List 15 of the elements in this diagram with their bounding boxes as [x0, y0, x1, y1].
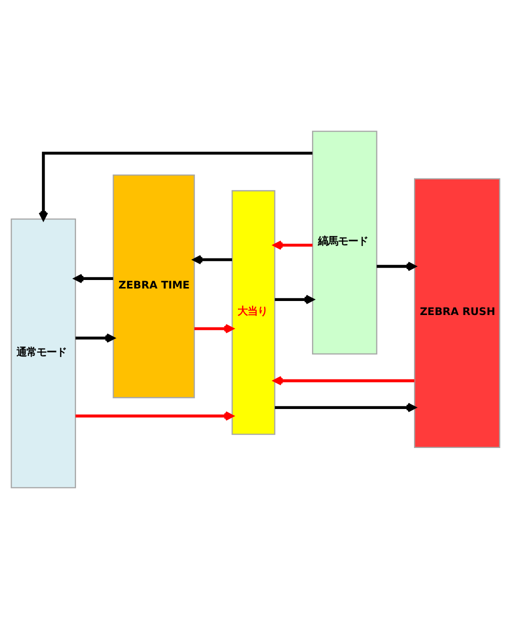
node-box: 大当り — [231, 190, 275, 434]
arrow — [274, 402, 416, 412]
node-box: 通常モード — [10, 218, 76, 488]
arrow — [194, 323, 234, 333]
arrow — [274, 294, 314, 304]
arrow — [75, 410, 234, 420]
arrow — [376, 261, 416, 271]
arrow — [272, 376, 414, 385]
node-box: 縞馬モード — [312, 130, 377, 354]
arrow — [38, 151, 312, 220]
node-box: ZEBRA TIME — [112, 174, 194, 398]
arrow — [272, 240, 312, 250]
arrow — [73, 273, 113, 283]
node-box: ZEBRA RUSH — [414, 178, 500, 448]
arrow — [192, 254, 232, 264]
